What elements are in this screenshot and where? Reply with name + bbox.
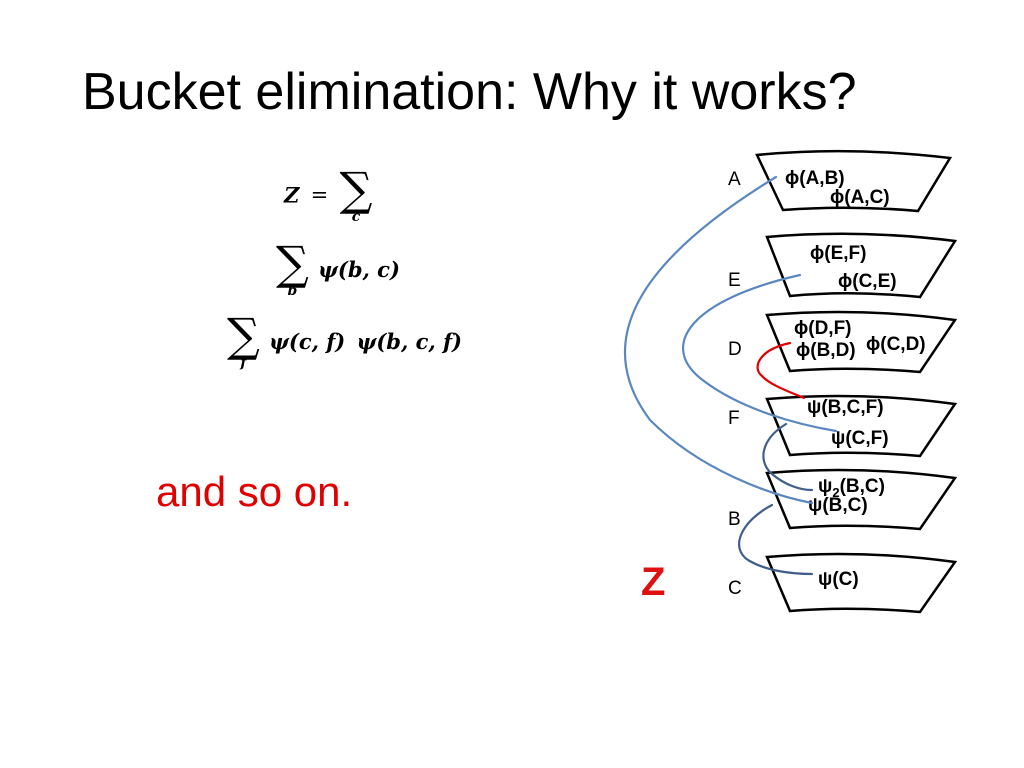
bucket-shape-f	[765, 394, 958, 458]
fn-psi-c: ψ(C)	[818, 569, 859, 590]
fn-psi-bc: ψ(B,C)	[808, 495, 868, 516]
sum-over-c: ∑ c	[340, 166, 373, 224]
arrow-d-to-f	[756, 341, 806, 400]
fn-phi-bd: ϕ(B,D)	[796, 340, 856, 361]
fn-phi-ab: ϕ(A,B)	[785, 168, 845, 189]
bucket-label-d: D	[728, 339, 742, 360]
sum-subscript-c: c	[351, 209, 361, 225]
fn-psi2-bc: ψ2(B,C)	[818, 476, 885, 500]
bucket-label-c: C	[728, 578, 742, 599]
bucket-shape-d	[765, 310, 958, 374]
formula-line-1: Z = ∑ c	[284, 166, 372, 224]
bucket-label-b: B	[728, 509, 741, 530]
fn-phi-ac: ϕ(A,C)	[830, 187, 890, 208]
sum-over-f: ∑ f	[227, 312, 260, 370]
result-z-label: Z	[641, 560, 666, 604]
formula-term-psi-bcf: ψ(b, c, f)	[356, 328, 462, 354]
sigma-symbol: ∑	[227, 308, 260, 362]
fn-phi-ef: ϕ(E,F)	[810, 243, 866, 264]
bucket-shape-e	[765, 232, 958, 299]
arrow-a-to-b	[623, 175, 814, 505]
fn-psi-cf: ψ(C,F)	[831, 428, 889, 449]
formula-line-3: ∑ f ψ(c, f) ψ(b, c, f)	[227, 312, 462, 370]
fn-phi-ce: ϕ(C,E)	[838, 271, 897, 292]
bucket-label-a: A	[728, 169, 741, 190]
sigma-symbol: ∑	[276, 236, 309, 290]
fn-phi-df: ϕ(D,F)	[794, 318, 852, 339]
arrow-b-to-c	[738, 503, 814, 576]
bucket-label-e: E	[728, 270, 741, 291]
slide-title: Bucket elimination: Why it works?	[82, 63, 857, 121]
fn-phi-cd: ϕ(C,D)	[866, 334, 926, 355]
sum-subscript-f: f	[240, 355, 247, 371]
formula-equals: =	[310, 183, 329, 207]
bucket-shape-b	[765, 468, 958, 531]
arrow-f-to-b	[762, 422, 814, 492]
fn-psi-bcf: ψ(B,C,F)	[807, 397, 884, 418]
arrow-e-to-f	[682, 273, 838, 433]
formula-line-2: ∑ b ψ(b, c)	[276, 240, 400, 298]
formula-term-psi-cf: ψ(c, f)	[269, 328, 346, 354]
sigma-symbol: ∑	[339, 162, 373, 216]
bucket-label-f: F	[728, 408, 740, 429]
sum-over-b: ∑ b	[276, 240, 309, 298]
caption-and-so-on: and so on.	[156, 468, 353, 515]
bucket-shape-a	[755, 149, 953, 213]
formula-z: Z	[284, 182, 300, 208]
sum-subscript-b: b	[287, 283, 298, 299]
formula-term-psi-bc: ψ(b, c)	[318, 256, 400, 282]
bucket-shape-c	[765, 552, 958, 614]
